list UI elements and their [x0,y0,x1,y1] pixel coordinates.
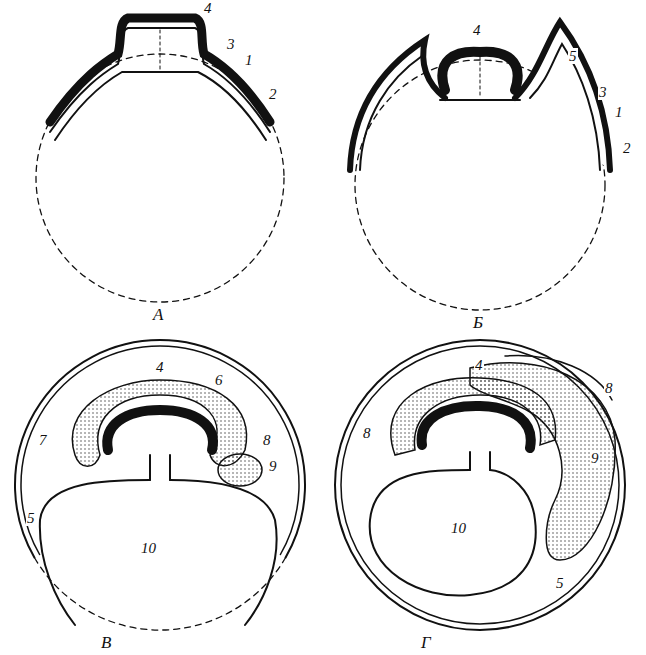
callout-number: 6 [214,372,224,388]
callout-number: 3 [226,36,236,52]
callout-number: 4 [474,357,484,373]
callout-number: 8 [604,380,614,396]
callout-number: 8 [362,425,372,441]
callout-number: 4 [203,0,213,16]
callout-number: 5 [555,575,565,591]
callout-number: 2 [268,86,278,102]
callout-number: 4 [472,22,482,38]
callout-number: 8 [262,432,272,448]
panel-letter: В [100,634,112,652]
callout-number: 1 [244,52,254,68]
callout-number: 10 [450,520,467,536]
callout-number: 1 [614,104,624,120]
callout-number: 9 [268,458,278,474]
callout-number: 4 [155,359,165,375]
callout-number: 10 [140,540,157,556]
callout-number: 7 [38,432,48,448]
panel-letter: Б [472,314,484,332]
callout-number: 9 [590,450,600,466]
panel-letter: Г [420,634,432,652]
callout-number: 5 [568,48,578,64]
callout-number: 2 [622,140,632,156]
callout-number: 3 [598,84,608,100]
callout-number: 5 [26,510,36,526]
panel-letter: А [152,306,164,324]
